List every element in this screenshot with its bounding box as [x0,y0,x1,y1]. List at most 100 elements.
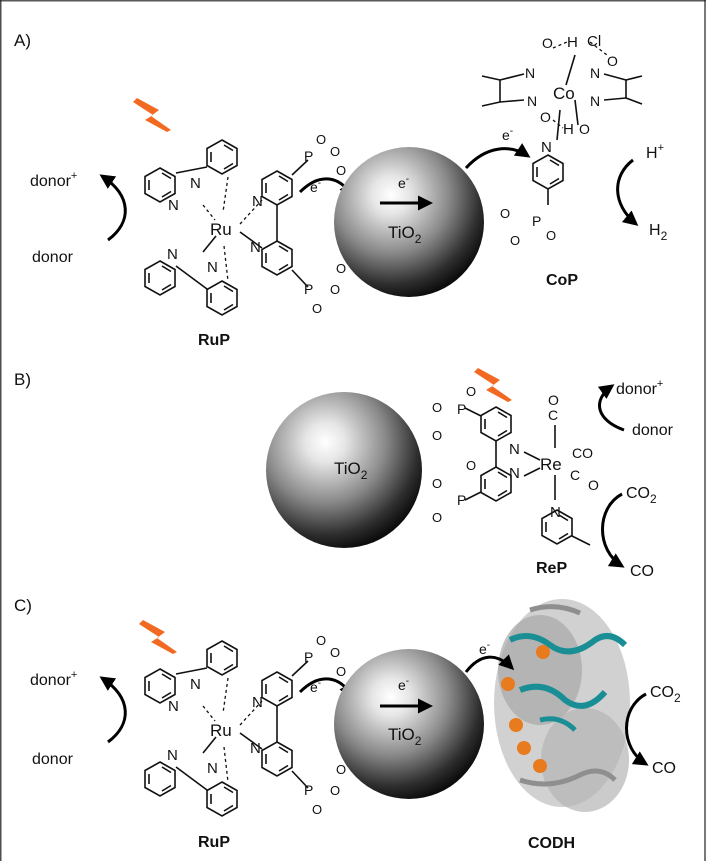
svg-text:O: O [432,428,442,443]
svg-text:O: O [432,476,442,491]
svg-text:P: P [304,782,313,798]
svg-text:N: N [207,259,218,276]
svg-text:N: N [509,441,520,458]
donor-plus-label-b: donor+ [616,378,663,398]
re-atom: Re [540,455,562,474]
light-flash-icon [133,98,171,132]
panel-c-label: C) [14,596,32,615]
cop-complex: N P O O O Co Cl H H O N N N N O O O [481,33,643,248]
tio2-sphere-c [334,649,484,799]
donor-oxidation-arrow-b [597,384,625,432]
rup-label: RuP [198,332,230,349]
svg-text:N: N [525,65,535,81]
tio2-sphere [334,147,484,297]
e-label-c1: e- [310,678,321,695]
cop-label: CoP [546,272,578,289]
svg-text:N: N [190,175,201,192]
svg-text:O: O [546,228,556,243]
svg-text:N: N [550,504,561,521]
light-flash-icon-c [139,620,177,654]
svg-text:P: P [457,492,466,508]
svg-text:O: O [312,802,322,817]
svg-text:O: O [588,477,599,493]
co2-label-b: CO2 [626,485,657,506]
tio2-label-c: TiO2 [388,725,422,748]
donor-oxidation-arrow-c [99,676,127,744]
svg-text:C: C [570,467,580,483]
svg-text:O: O [542,35,553,51]
donor-plus-label-c: donor+ [30,669,77,689]
svg-text:N: N [250,239,261,256]
svg-text:N: N [167,747,178,764]
co2-reduction-arrow-b [601,492,625,568]
ru-atom: Ru [210,220,232,239]
donor-label: donor [32,249,74,266]
svg-text:O: O [330,645,340,660]
panel-a-label: A) [14,31,31,50]
svg-text:N: N [167,246,178,263]
svg-text:P: P [532,213,541,229]
e-label-3: e- [502,126,513,143]
svg-text:C: C [548,407,558,423]
co-label-b: CO [630,563,654,580]
light-flash-icon-b [474,368,512,402]
h-plus-label: H+ [646,142,664,162]
svg-text:H: H [567,34,578,51]
panel-c: C) donor+ donor N N N N N N [14,596,681,852]
svg-text:O: O [432,510,442,525]
rup-label-c: RuP [198,834,230,851]
e-label-c2: e- [398,676,409,693]
rep-complex: N N Re C O CO C O N P O O O P O O O [432,384,599,546]
svg-text:N: N [527,93,537,109]
donor-oxidation-arrow [99,174,127,242]
svg-text:P: P [304,649,313,665]
svg-text:O: O [336,664,346,679]
svg-text:N: N [252,694,263,711]
svg-text:N: N [541,139,552,156]
rup-complex-c: N N N N N N Ru P O O O P O O O [144,633,346,817]
co2-label-c: CO2 [650,684,681,705]
svg-text:O: O [316,132,326,147]
svg-text:O: O [432,400,442,415]
svg-text:O: O [336,261,346,276]
svg-text:N: N [168,197,179,214]
svg-text:O: O [336,762,346,777]
svg-text:O: O [579,121,590,137]
donor-plus-label: donor+ [30,170,77,190]
e-label-c3: e- [479,640,490,657]
donor-label-b: donor [632,422,674,439]
tio2-sphere-b [266,392,422,548]
cl-atom: Cl [587,33,601,50]
h2-evolution-arrow [616,158,639,226]
svg-text:P: P [304,281,313,297]
transfer-to-cop-arrow [464,143,531,170]
svg-text:O: O [312,301,322,316]
e-label-1: e- [310,178,321,195]
svg-text:O: O [330,783,340,798]
svg-text:N: N [168,698,179,715]
donor-label-c: donor [32,751,74,768]
svg-text:O: O [336,163,346,178]
co2-reduction-arrow-c [625,692,649,766]
svg-text:N: N [250,740,261,757]
tio2-label-b: TiO2 [334,459,368,482]
panel-b-label: B) [14,370,31,389]
tio2-label: TiO2 [388,223,422,246]
ru-atom-c: Ru [210,721,232,740]
svg-text:O: O [330,282,340,297]
svg-text:N: N [590,93,600,109]
panel-a: A) donor+ donor N N N N [14,31,668,349]
svg-text:N: N [252,193,263,210]
svg-text:O: O [510,233,520,248]
svg-text:O: O [607,53,618,69]
svg-text:N: N [207,760,218,777]
svg-text:N: N [509,465,520,482]
svg-text:O: O [548,392,559,408]
e-label-2: e- [398,174,409,191]
panel-b: B) TiO2 N N Re C O CO C O N P O [14,368,674,580]
codh-label: CODH [528,835,575,852]
svg-text:O: O [540,109,551,125]
co-label-c: CO [652,760,676,777]
